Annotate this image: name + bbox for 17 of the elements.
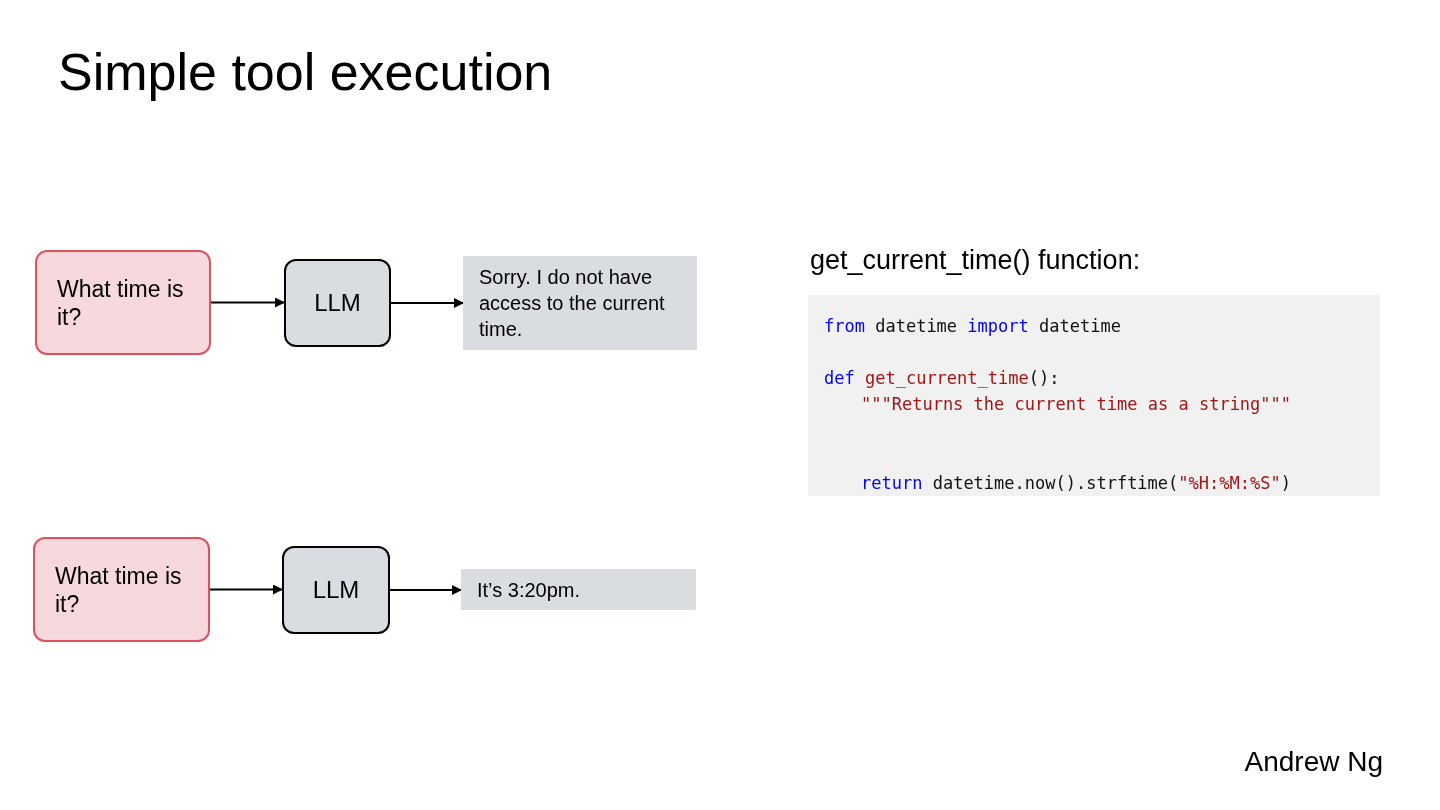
code-line: return datetime.now().strftime("%H:%M:%S"): [861, 472, 1291, 495]
code-line: def get_current_time():: [824, 367, 1060, 390]
code-heading: get_current_time() function:: [809, 244, 1142, 277]
arrow: [210, 297, 285, 308]
code-line: from datetime import datetime: [824, 315, 1121, 338]
author-name: Andrew Ng: [1244, 745, 1383, 779]
llm-box: LLM: [282, 546, 390, 634]
question-box: What time is it?: [35, 250, 211, 355]
arrow: [390, 298, 464, 308]
slide-title: Simple tool execution: [58, 42, 553, 103]
code-line: """Returns the current time as a string""": [861, 393, 1292, 416]
arrow: [389, 585, 462, 595]
arrow: [209, 584, 283, 595]
response-box: It’s 3:20pm.: [461, 569, 696, 610]
question-box: What time is it?: [33, 537, 210, 642]
response-box: Sorry. I do not have access to the current time.: [463, 256, 697, 350]
llm-box: LLM: [284, 259, 391, 347]
